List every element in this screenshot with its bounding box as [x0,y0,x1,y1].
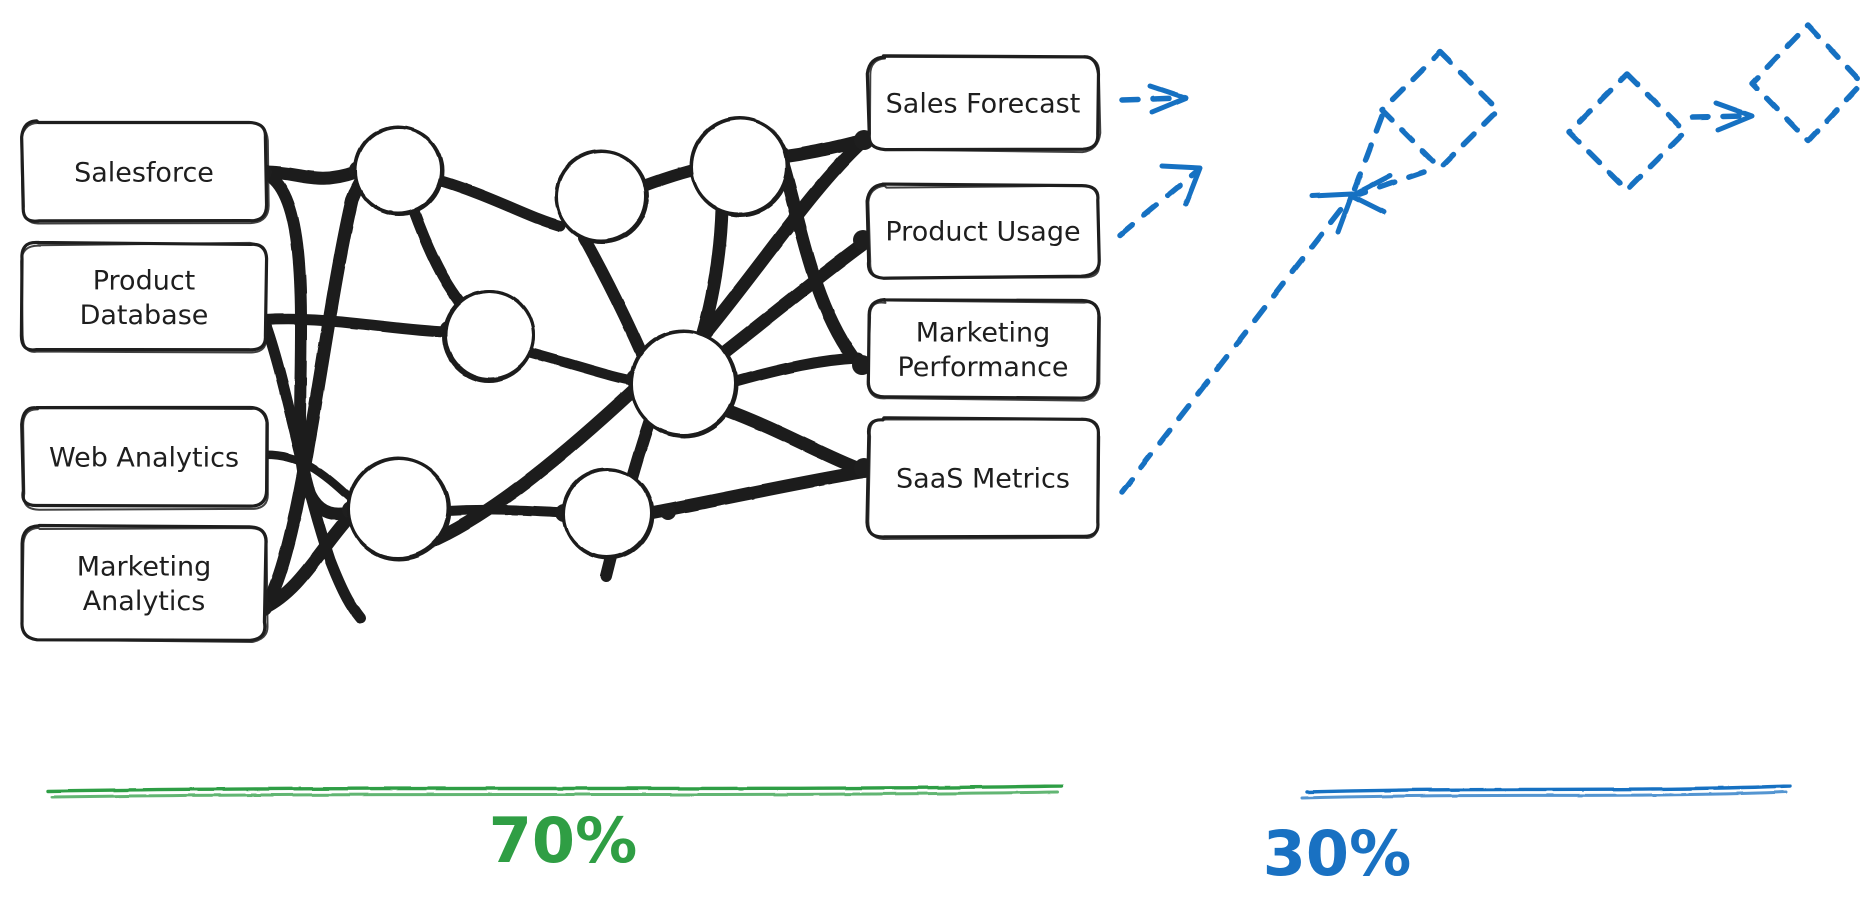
hidden-node-h2[interactable] [444,291,534,381]
left-underline [48,786,1062,797]
edge-h6-marketingperf [734,358,858,382]
box-label: Product [93,265,196,296]
box-sales-forecast[interactable]: Sales Forecast [867,56,1100,152]
box-label: Performance [897,352,1068,383]
hidden-node-h1[interactable] [355,127,443,215]
hidden-node-h5[interactable] [563,469,653,559]
box-web-analytics[interactable]: Web Analytics [22,407,268,509]
right-segment-percent: 30% [1263,817,1411,890]
box-label: Product Usage [885,217,1080,248]
hidden-node-h3[interactable] [348,458,450,560]
dashed-diamond-1[interactable] [1382,52,1498,168]
box-salesforce[interactable]: Salesforce [21,121,268,224]
box-marketing-performance[interactable]: MarketingPerformance [868,300,1100,401]
edge-h6-saasmetrics [726,410,862,470]
right-underline [1302,786,1790,798]
box-saas-metrics[interactable]: SaaS Metrics [867,418,1099,539]
blue-sketch-layer [1120,25,1862,492]
box-label: Database [80,300,209,331]
dashed-arrow-5 [1352,172,1424,212]
box-label: Marketing [916,317,1051,348]
box-label: Analytics [83,586,206,617]
edge-h5-saasmetrics [650,472,862,513]
hidden-node-h4[interactable] [556,151,648,243]
dashed-arrow-3 [1120,166,1200,235]
edge-h3-h5 [447,510,566,513]
dashed-diamond-3[interactable] [1752,25,1862,141]
edge-h2-h6 [528,352,636,381]
hidden-node-h7[interactable] [691,118,789,216]
edge-productdb-h2 [264,319,446,332]
dashed-arrow-2 [1692,103,1752,130]
box-label: Marketing [77,551,212,582]
box-label: SaaS Metrics [896,464,1070,495]
box-product-database[interactable]: ProductDatabase [21,242,267,352]
box-label: Salesforce [74,158,214,189]
output-box-layer: Sales ForecastProduct UsageMarketingPerf… [867,56,1100,539]
hidden-node-h6[interactable] [631,331,737,437]
annotation-layer [48,786,1790,798]
box-label: Sales Forecast [886,89,1081,120]
dashed-arrow-4 [1122,194,1352,492]
left-segment-percent: 70% [489,804,637,877]
input-box-layer: SalesforceProductDatabaseWeb AnalyticsMa… [21,121,268,642]
dashed-arrow-1 [1122,86,1186,112]
box-product-usage[interactable]: Product Usage [867,184,1099,278]
box-marketing-analytics[interactable]: MarketingAnalytics [22,525,268,642]
joint-dot [660,504,676,520]
box-outline [22,525,266,640]
edge-h1-h4 [438,180,560,226]
percent-label-layer: 70% 30% [489,804,1411,890]
box-outline [868,300,1099,398]
dashed-diamond-2[interactable] [1569,74,1685,190]
box-label: Web Analytics [49,443,239,474]
